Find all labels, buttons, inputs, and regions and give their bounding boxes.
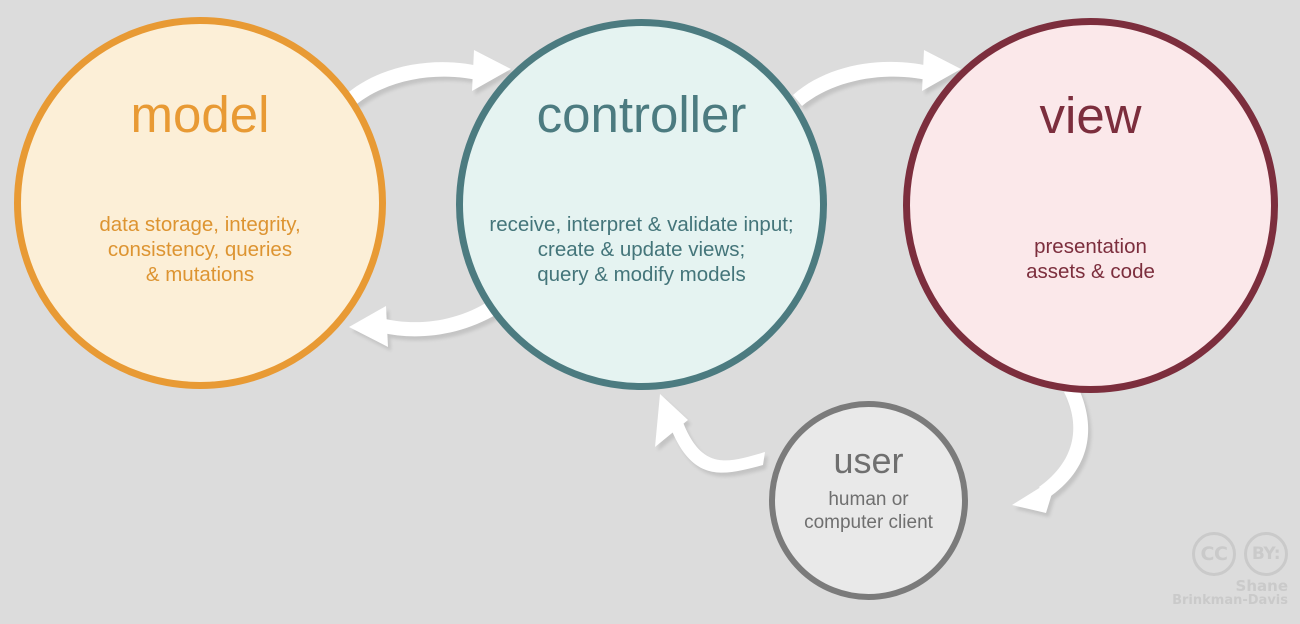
node-controller-description: receive, interpret & validate input; cre… — [489, 213, 794, 286]
author-attribution: Shane Brinkman-Davis — [1172, 576, 1288, 609]
node-controller-title: controller — [536, 86, 747, 143]
node-model-title: model — [130, 86, 270, 143]
license-badge: CC BY: Shane Brinkman-Davis — [1172, 531, 1288, 609]
arrow-view-to-user — [1012, 385, 1089, 513]
node-model-description: data storage, integrity, consistency, qu… — [99, 213, 301, 286]
node-view-description: presentation assets & code — [1026, 235, 1155, 283]
node-model[interactable]: model data storage, integrity, consisten… — [14, 17, 386, 389]
author-last-name: Brinkman-Davis — [1172, 593, 1288, 609]
arrow-model-to-controller — [343, 50, 511, 108]
arrow-user-to-controller — [655, 394, 765, 473]
node-user-title: user — [833, 440, 904, 481]
node-user[interactable]: user human or computer client — [769, 401, 968, 600]
author-first-name: Shane — [1235, 576, 1288, 595]
node-controller[interactable]: controller receive, interpret & validate… — [456, 19, 827, 390]
arrow-controller-to-model — [349, 301, 497, 347]
node-view-title: view — [1039, 87, 1142, 144]
node-user-description: human or computer client — [804, 489, 933, 534]
cc-marks: CC BY: — [1192, 531, 1288, 576]
creative-commons-icon: CC — [1192, 531, 1236, 576]
node-view[interactable]: view presentation assets & code — [903, 18, 1278, 393]
attribution-by-icon: BY: — [1244, 531, 1288, 576]
